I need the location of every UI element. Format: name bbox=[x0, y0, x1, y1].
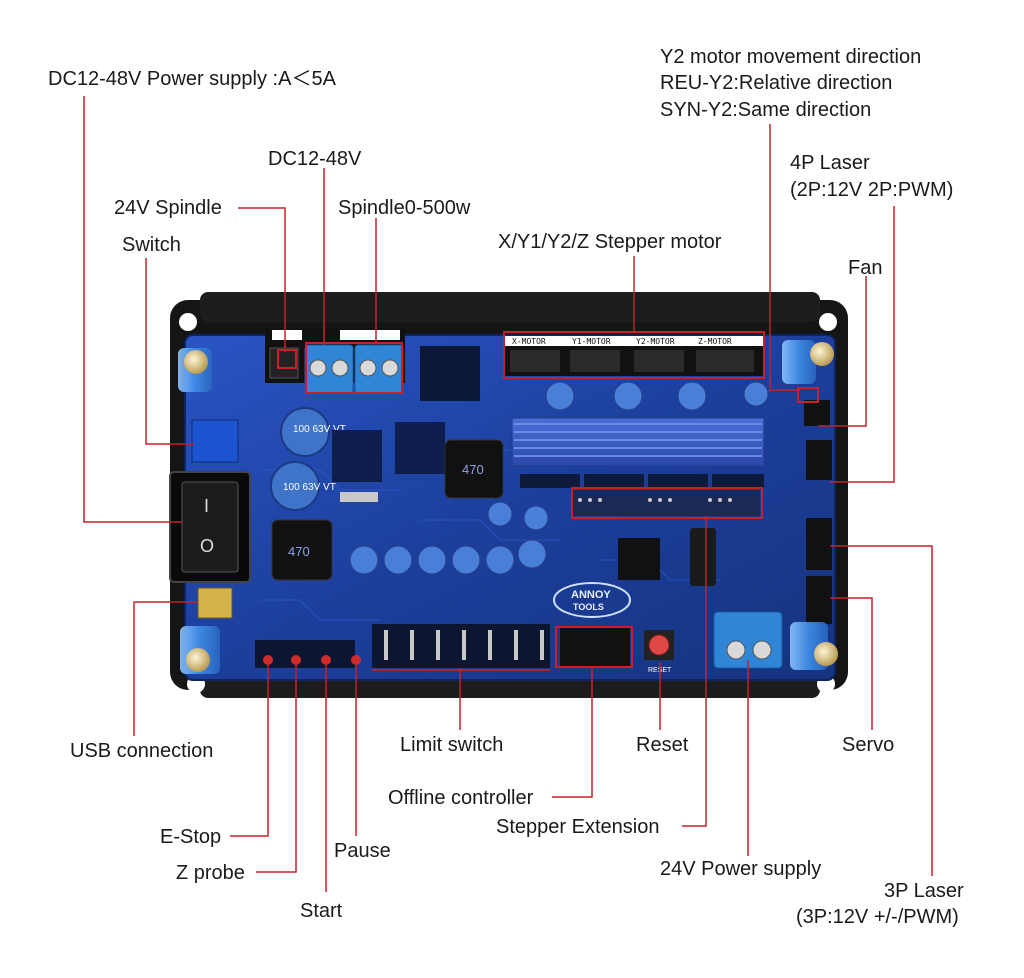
label-spindle-0-500w: Spindle0-500w bbox=[338, 197, 471, 219]
label-dc12-48v: DC12-48V bbox=[268, 148, 362, 170]
reset-button: RESET bbox=[644, 630, 674, 674]
label-z-probe: Z probe bbox=[176, 862, 245, 884]
inductors: 470 470 bbox=[271, 439, 504, 581]
label-stepper-motor: X/Y1/Y2/Z Stepper motor bbox=[498, 231, 722, 253]
switch-off-mark: O bbox=[200, 536, 214, 556]
right-connectors bbox=[804, 400, 832, 624]
usb-port bbox=[197, 587, 233, 619]
mcu-chip bbox=[618, 538, 660, 580]
standoff-top-right bbox=[782, 340, 834, 384]
inductor-label-1: 470 bbox=[462, 462, 484, 477]
leader-lines bbox=[83, 96, 933, 892]
heatsink bbox=[511, 417, 765, 467]
terminal-24v bbox=[713, 611, 783, 669]
label-pause: Pause bbox=[334, 840, 391, 862]
capacitor-row-top bbox=[545, 381, 769, 411]
label-switch: Switch bbox=[122, 234, 181, 256]
label-power-supply: DC12-48V Power supply :A＜5A bbox=[48, 68, 336, 90]
capacitor-row-middle bbox=[349, 501, 549, 575]
stepper-extension-headers bbox=[520, 474, 764, 516]
label-stepper-extension: Stepper Extension bbox=[496, 816, 660, 838]
brand-text-2: TOOLS bbox=[573, 602, 604, 612]
label-y2-direction-2: REU-Y2:Relative direction bbox=[660, 72, 893, 94]
standoff-bottom-left bbox=[180, 626, 220, 674]
motor-header-y2: Y2-MOTOR bbox=[636, 337, 675, 346]
label-limit-switch: Limit switch bbox=[400, 734, 504, 756]
label-3p-laser-1: 3P Laser bbox=[884, 880, 964, 902]
label-start: Start bbox=[300, 900, 343, 922]
label-4p-laser-2: (2P:12V 2P:PWM) bbox=[790, 179, 954, 201]
cap-label-1: 100 63V VT bbox=[293, 424, 346, 435]
label-servo: Servo bbox=[842, 734, 895, 756]
inductor-label-2: 470 bbox=[288, 544, 310, 559]
brand-text-1: ANNOY bbox=[571, 589, 611, 601]
label-y2-direction-3: SYN-Y2:Same direction bbox=[660, 99, 872, 121]
motor-header-y1: Y1-MOTOR bbox=[572, 337, 611, 346]
label-reset: Reset bbox=[636, 734, 689, 756]
power-rocker-switch: I O bbox=[169, 471, 251, 583]
motor-header-z: Z-MOTOR bbox=[698, 337, 732, 346]
label-y2-direction-1: Y2 motor movement direction bbox=[660, 46, 922, 68]
dc-power-terminal bbox=[304, 344, 404, 394]
standoff-bottom-right bbox=[790, 622, 838, 670]
bottom-connectors bbox=[255, 624, 630, 668]
label-usb-connection: USB connection bbox=[70, 740, 214, 762]
label-24v-spindle: 24V Spindle bbox=[114, 197, 222, 219]
capacitor-large: 100 63V VT 100 63V VT bbox=[270, 407, 346, 511]
label-4p-laser-1: 4P Laser bbox=[790, 152, 870, 174]
label-3p-laser-2: (3P:12V +/-/PWM) bbox=[796, 906, 959, 928]
cap-label-2: 100 63V VT bbox=[283, 482, 336, 493]
switch-on-mark: I bbox=[204, 496, 209, 516]
brand-logo: ANNOY TOOLS bbox=[553, 582, 631, 618]
label-24v-power-supply: 24V Power supply bbox=[660, 858, 822, 880]
label-e-stop: E-Stop bbox=[160, 826, 222, 848]
standoff-top-left bbox=[178, 348, 212, 392]
label-offline-controller: Offline controller bbox=[388, 787, 534, 809]
label-fan: Fan bbox=[848, 257, 883, 279]
motor-header-x: X-MOTOR bbox=[512, 337, 546, 346]
